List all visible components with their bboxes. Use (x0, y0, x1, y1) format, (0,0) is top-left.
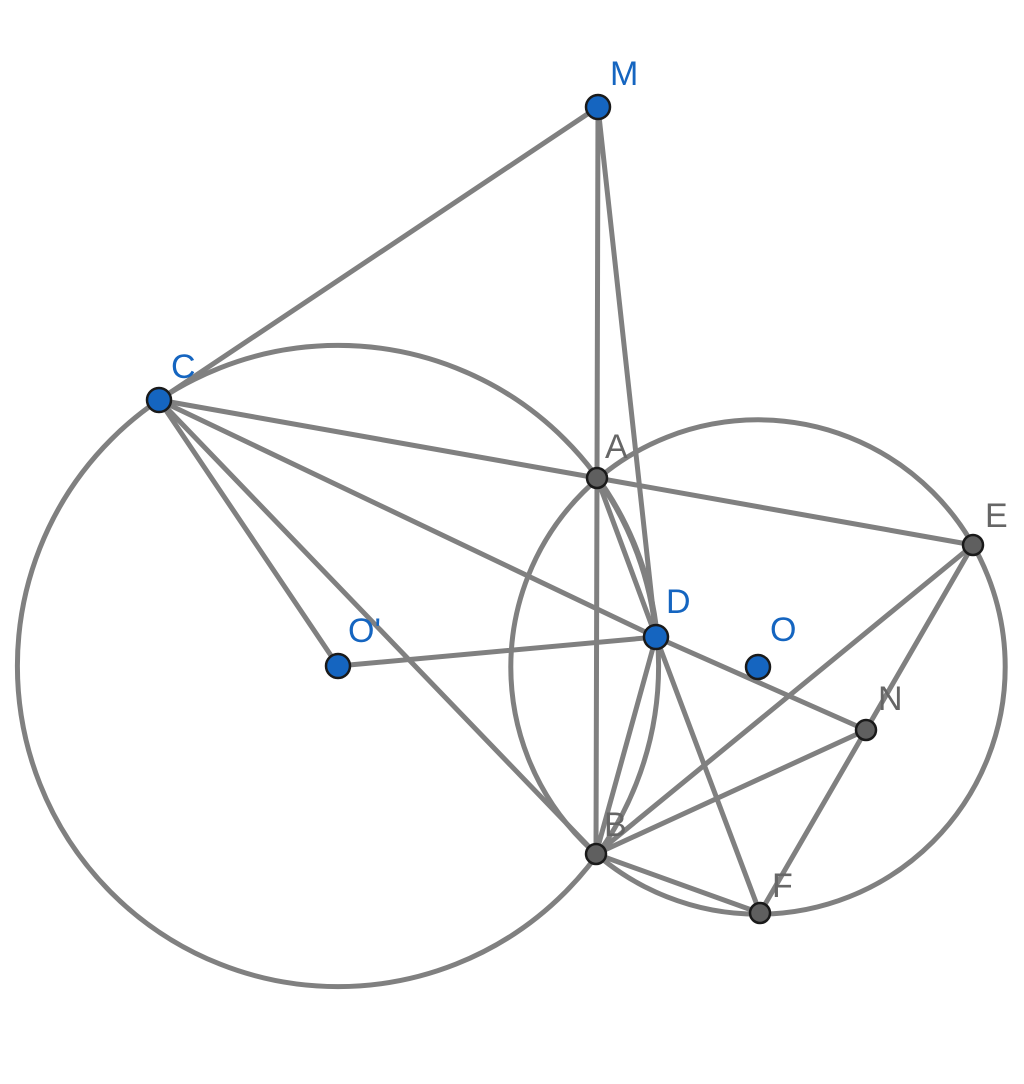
circle-O-prime (14, 342, 662, 990)
segment-n-b (593, 727, 869, 857)
segment-d-b (593, 634, 659, 857)
point-e[interactable] (961, 533, 985, 557)
segment-d-n (653, 634, 869, 733)
segment-a-e (594, 475, 976, 548)
label-n: N (878, 680, 903, 718)
segment-c-b (156, 397, 599, 857)
labels-layer: M C A E D O O' N B F (171, 55, 1008, 905)
point-o-prime[interactable] (324, 652, 352, 680)
label-a: A (605, 428, 628, 466)
label-b: B (604, 806, 627, 844)
label-d: D (666, 583, 691, 621)
label-o: O (770, 611, 796, 649)
segment-a-d (594, 475, 659, 640)
segment-d-f (653, 634, 763, 916)
segment-c-m (156, 104, 601, 403)
segment-m-d (595, 104, 659, 640)
segment-e-b (593, 542, 976, 857)
point-n[interactable] (854, 718, 878, 742)
point-b[interactable] (584, 842, 608, 866)
segment-n-f (757, 727, 869, 916)
label-e: E (985, 497, 1008, 535)
point-c[interactable] (145, 386, 173, 414)
point-f[interactable] (748, 901, 772, 925)
label-c: C (171, 348, 196, 386)
point-m[interactable] (584, 93, 612, 121)
segment-c-a (156, 397, 600, 481)
point-o[interactable] (744, 653, 772, 681)
segment-b-f (593, 851, 763, 916)
segment-m-a (594, 104, 601, 481)
point-d[interactable] (642, 623, 670, 651)
circles-layer (14, 342, 1008, 990)
segment-c-d (156, 397, 659, 640)
label-m: M (610, 55, 638, 93)
label-o-prime: O' (348, 612, 381, 650)
segment-a-b (593, 475, 600, 857)
points-layer (145, 93, 985, 925)
point-a[interactable] (585, 466, 609, 490)
label-f: F (772, 867, 793, 905)
segments-layer (156, 104, 976, 916)
segment-e-n (863, 542, 976, 733)
segment-c-o-prime (156, 397, 341, 669)
segment-o-prime-d (335, 634, 659, 669)
